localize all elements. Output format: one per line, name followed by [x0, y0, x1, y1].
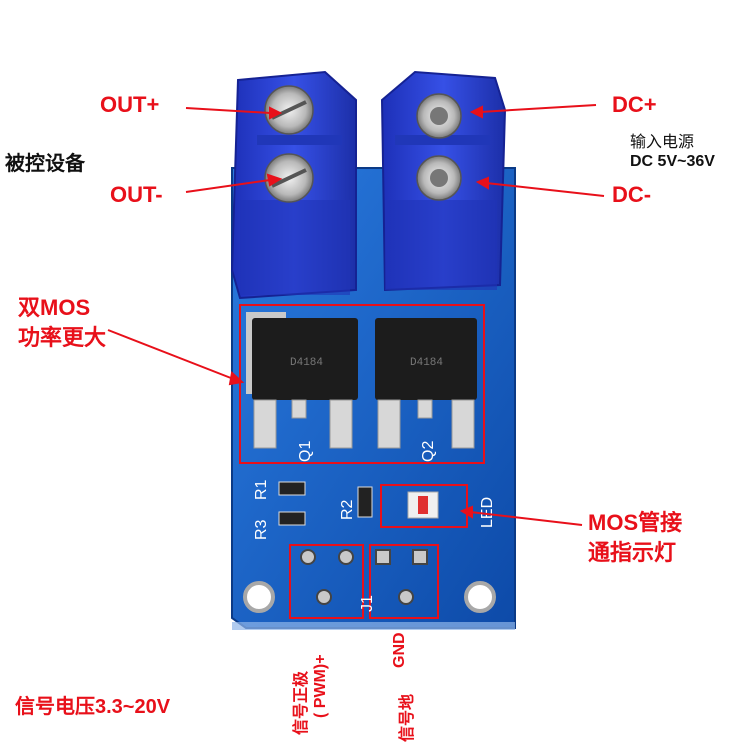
dc-terminal-block — [380, 70, 507, 292]
led-silk: LED — [479, 497, 496, 528]
q2-silk: Q2 — [420, 441, 437, 462]
header-gnd-box — [369, 544, 439, 619]
mos-led-label-2: 通指示灯 — [588, 540, 677, 565]
pwm-label: ( PWM)+ — [312, 654, 329, 718]
mounting-hole-right — [464, 581, 496, 613]
signal-ground-label: 信号地 — [399, 693, 416, 742]
led-highlight-box — [380, 484, 468, 528]
chip2-marking: D4184 — [410, 357, 443, 369]
mosfet-highlight-box — [239, 304, 485, 464]
resistor-r1 — [278, 481, 306, 496]
input-voltage-label: DC 5V~36V — [630, 153, 715, 170]
chip1-marking: D4184 — [290, 357, 323, 369]
resistor-r2 — [357, 486, 373, 518]
r2-silk: R2 — [339, 499, 356, 520]
dc-minus-label: DC- — [612, 182, 652, 207]
mosfet-q1 — [246, 312, 358, 449]
out-plus-label: OUT+ — [100, 92, 160, 117]
more-power-label: 功率更大 — [18, 325, 107, 350]
r3-silk: R3 — [253, 519, 270, 540]
controlled-device-label: 被控设备 — [5, 153, 85, 175]
mos-led-label-1: MOS管接 — [588, 510, 683, 535]
dc-plus-label: DC+ — [612, 92, 657, 117]
dual-mos-label: 双MOS — [18, 295, 91, 320]
input-power-label: 输入电源 — [630, 134, 695, 151]
header-signal-box — [289, 544, 364, 619]
mounting-hole-left — [243, 581, 275, 613]
resistor-r3 — [278, 511, 306, 526]
out-minus-label: OUT- — [110, 182, 163, 207]
out-terminal-block — [230, 70, 357, 300]
gnd-label: GND — [391, 632, 408, 668]
signal-positive-label: 信号正极 — [293, 670, 310, 735]
q1-silk: Q1 — [297, 441, 314, 462]
mosfet-q2 — [375, 318, 477, 449]
r1-silk: R1 — [253, 479, 270, 500]
j1-silk: J1 — [359, 595, 376, 612]
signal-voltage-label: 信号电压3.3~20V — [15, 696, 171, 718]
